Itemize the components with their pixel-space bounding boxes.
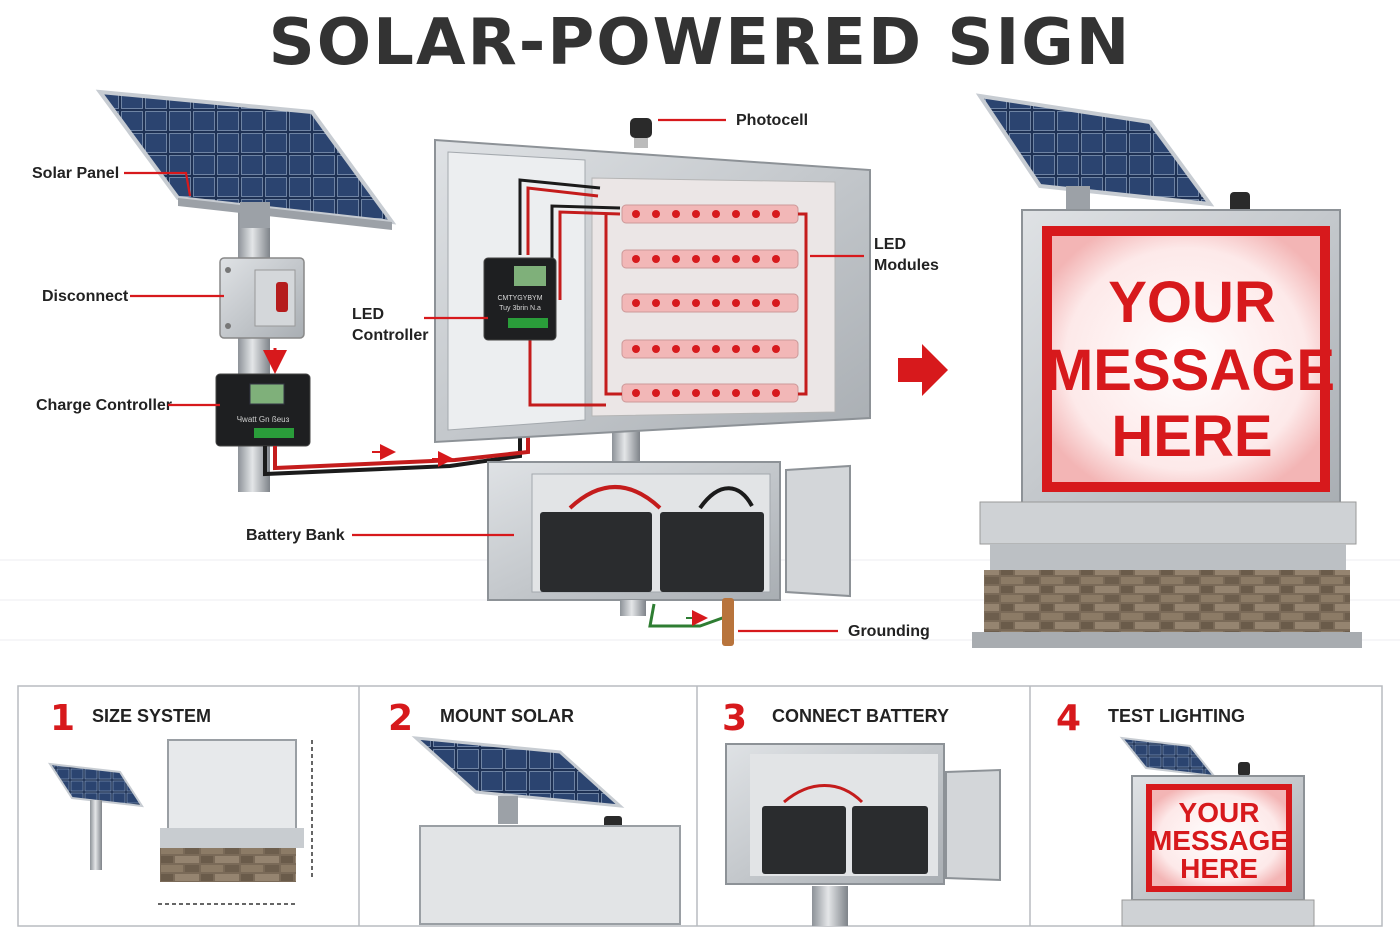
step-3-number: 3 (722, 698, 747, 739)
step-1-label: SIZE SYSTEM (92, 706, 211, 726)
sign-message: YOUR MESSAGE HERE (1045, 270, 1335, 469)
label-solar-panel: Solar Panel (32, 165, 119, 182)
grounding-rod (648, 598, 734, 646)
led-controller-text-2: Tuy 3brin N.a (499, 305, 541, 312)
label-led-modules-2: Modules (874, 257, 939, 274)
completed-sign (972, 93, 1362, 648)
steps-panel: 1 SIZE SYSTEM 2 MOUNT SOLAR 3 CONNECT BA… (17, 685, 1383, 927)
led-controller-device: CMTYGYBYM Tuy 3brin N.a (483, 257, 557, 341)
step-4-illustration: YOUR MESSAGE HERE (1119, 736, 1315, 927)
sign-message-line-1: YOUR (1108, 270, 1276, 335)
step-4-number: 4 (1056, 698, 1081, 739)
disconnect-switch (219, 257, 305, 339)
transition-arrow (898, 344, 948, 396)
step-4-message-line-3: HERE (1180, 853, 1258, 884)
step-3-label: CONNECT BATTERY (772, 706, 949, 726)
step-4-label: TEST LIGHTING (1108, 706, 1245, 726)
battery-enclosure (487, 461, 851, 616)
sign-message-line-2: MESSAGE (1045, 338, 1335, 403)
callouts: Solar Panel Disconnect Charge Controller… (32, 112, 939, 640)
label-disconnect: Disconnect (42, 288, 129, 305)
sign-message-line-3: HERE (1111, 404, 1272, 469)
step-4-message-line-2: MESSAGE (1149, 825, 1289, 856)
step-1-illustration (48, 739, 313, 905)
label-charge-controller: Charge Controller (36, 397, 172, 414)
led-strips (621, 204, 799, 403)
label-led-controller-2: Controller (352, 327, 428, 344)
step-3-illustration (725, 743, 1001, 926)
charge-controller-device: Чwatt Gn ßeuɜ (215, 373, 311, 447)
step-4-message-line-1: YOUR (1179, 797, 1260, 828)
sign-cabinet: CMTYGYBYM Tuy 3brin N.a (434, 118, 871, 646)
label-led-controller-1: LED (352, 306, 384, 323)
step-2-number: 2 (388, 698, 413, 739)
photocell-device (630, 118, 652, 148)
page-title: SOLAR-POWERED SIGN (268, 6, 1132, 80)
label-battery-bank: Battery Bank (246, 527, 345, 544)
label-photocell: Photocell (736, 112, 808, 129)
step-2-illustration (411, 736, 681, 925)
label-led-modules-1: LED (874, 236, 906, 253)
step-1-number: 1 (50, 698, 75, 739)
led-controller-text-1: CMTYGYBYM (497, 295, 542, 302)
solar-pole-assembly: Чwatt Gn ßeuɜ (95, 89, 530, 492)
solar-panel (95, 89, 397, 230)
step-2-label: MOUNT SOLAR (440, 706, 574, 726)
charge-controller-brand: Чwatt Gn ßeuɜ (237, 415, 290, 424)
label-grounding: Grounding (848, 623, 930, 640)
